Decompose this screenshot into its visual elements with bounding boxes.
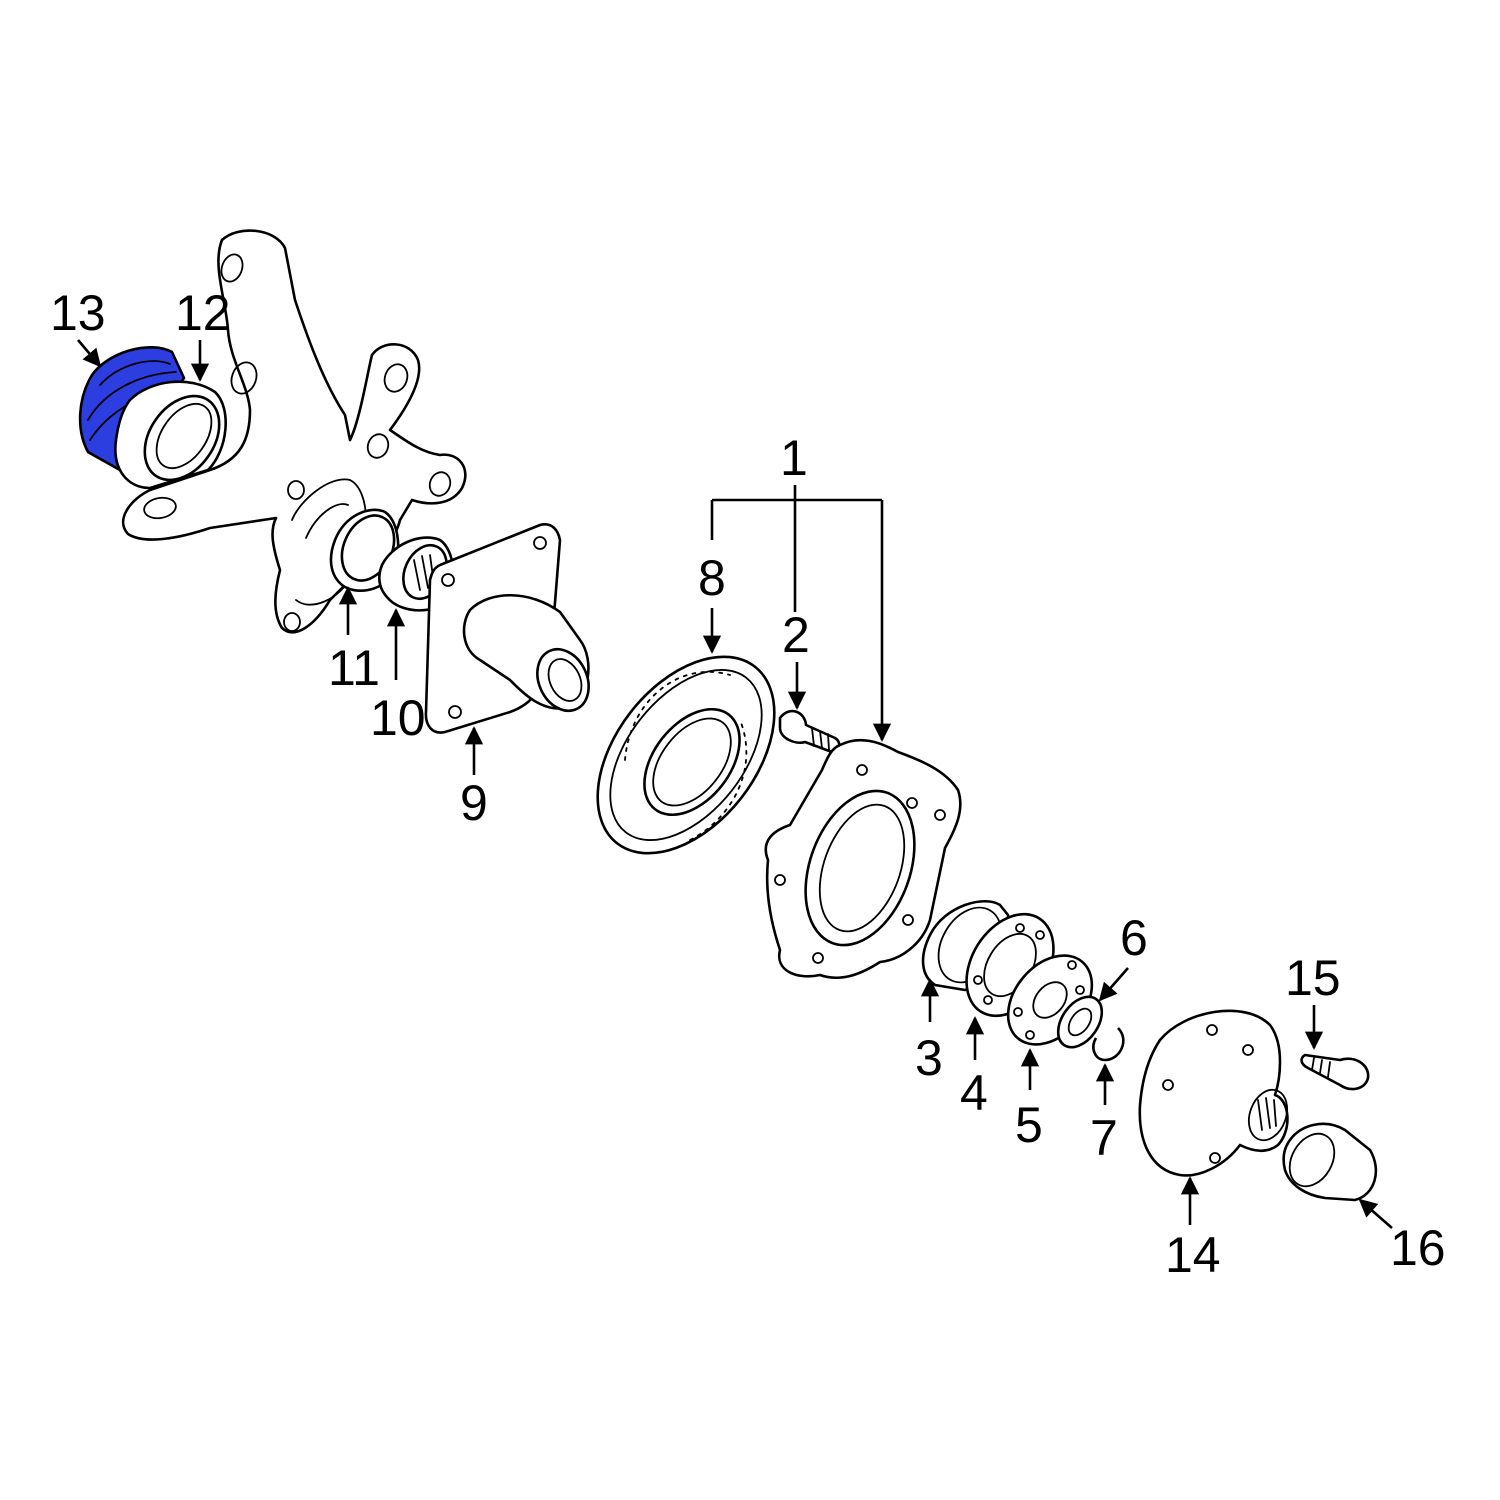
callout-3[interactable]: 3 [915,1030,943,1086]
callout-10[interactable]: 10 [370,690,426,746]
callout-6[interactable]: 6 [1120,910,1148,966]
callout-2[interactable]: 2 [782,607,810,663]
callout-8[interactable]: 8 [698,550,726,606]
part-2-bolt[interactable] [778,709,841,754]
part-6-washer[interactable] [1049,989,1111,1056]
part-16-cap[interactable] [1281,1122,1378,1202]
callout-13[interactable]: 13 [50,285,106,341]
part-1-hub-flange[interactable] [764,738,962,979]
callout-1[interactable]: 1 [780,430,808,486]
part-12-bearing[interactable] [114,380,234,494]
leader-lines [77,339,1393,1229]
callout-11[interactable]: 11 [328,640,380,696]
callout-14[interactable]: 14 [1165,1227,1221,1283]
callout-15[interactable]: 15 [1285,950,1341,1006]
callout-9[interactable]: 9 [460,775,488,831]
callout-4[interactable]: 4 [960,1065,988,1121]
part-8-tone-ring[interactable] [562,624,810,887]
callout-16[interactable]: 16 [1390,1220,1446,1276]
part-14-hub[interactable] [1138,1009,1294,1177]
callout-12[interactable]: 12 [175,285,231,341]
callout-labels: 13 12 11 10 9 8 1 2 3 4 5 6 7 14 15 16 [50,285,1446,1283]
callout-7[interactable]: 7 [1090,1110,1118,1166]
part-9-spindle[interactable] [424,523,598,734]
callout-5[interactable]: 5 [1015,1097,1043,1153]
part-15-bolt[interactable] [1300,1053,1370,1091]
part-7-snap-ring[interactable] [1092,1027,1125,1062]
